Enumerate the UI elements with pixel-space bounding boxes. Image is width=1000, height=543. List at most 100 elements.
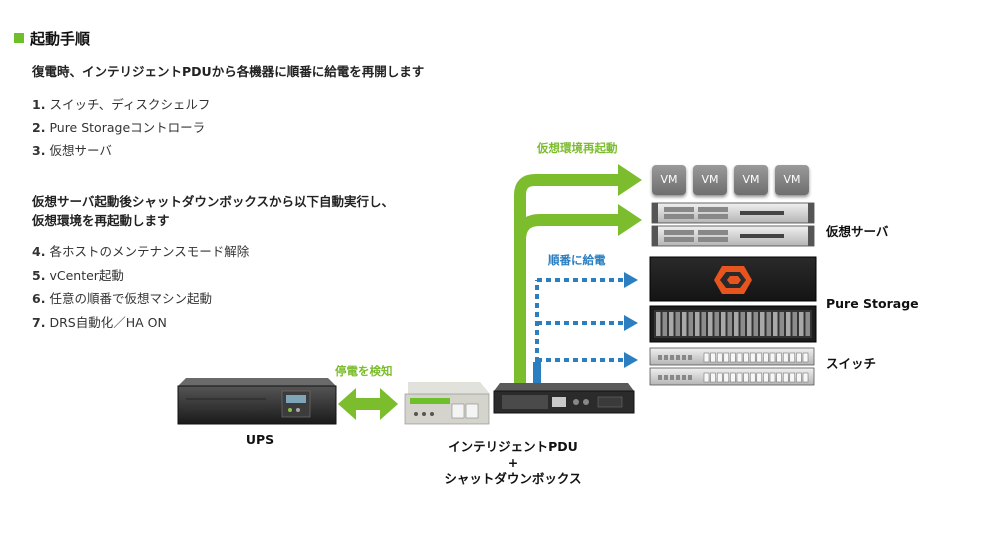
disk-slot	[766, 312, 771, 336]
switch-led	[676, 355, 680, 360]
switch-label: スイッチ	[826, 356, 877, 371]
switch-port	[769, 372, 776, 383]
power-flow-arrows	[533, 272, 638, 388]
switch-port	[749, 352, 756, 363]
vm-tile: VM	[693, 165, 727, 195]
switch-port	[763, 352, 769, 363]
switch-port	[743, 352, 749, 363]
disk-slot	[747, 312, 752, 336]
disk-slot	[753, 312, 758, 336]
disk-slot	[805, 312, 810, 336]
power-label: 順番に給電	[548, 253, 606, 267]
disk-slot	[682, 312, 687, 336]
switch-led	[688, 375, 692, 380]
switch-port	[796, 372, 802, 383]
ups-label: UPS	[245, 432, 275, 447]
shutdown-box-device	[404, 382, 490, 425]
pdu-device	[493, 383, 635, 414]
switch-port	[796, 352, 802, 363]
switch-port	[756, 352, 763, 363]
switch-port	[710, 372, 716, 383]
server-rack-1	[651, 202, 815, 224]
switch-port	[743, 372, 749, 383]
restart-flow-arrows	[514, 164, 642, 385]
switch-port	[723, 352, 730, 363]
disk-slot	[727, 312, 732, 336]
disk-slot	[740, 312, 745, 336]
switch-led	[664, 375, 668, 380]
switch-port	[776, 372, 782, 383]
switch-led	[682, 355, 686, 360]
step-item: 1.スイッチ、ディスクシェルフ	[32, 97, 211, 112]
disk-slot	[714, 312, 719, 336]
disk-slot	[656, 312, 661, 336]
title-bullet-icon	[14, 33, 24, 43]
switch-port	[716, 352, 723, 363]
mid-text: 仮想サーバ起動後シャットダウンボックスから以下自動実行し、仮想環境を再起動します	[32, 194, 395, 228]
disk-slot	[773, 312, 778, 336]
switch-port	[802, 372, 809, 383]
ups-device	[177, 378, 337, 425]
switch-led	[688, 355, 692, 360]
switch-port	[763, 372, 769, 383]
switch-port	[730, 352, 736, 363]
switch-led	[658, 375, 662, 380]
vm-tile: VM	[652, 165, 686, 195]
detect-label: 停電を検知	[335, 364, 393, 378]
disk-slot	[708, 312, 713, 336]
disk-shelf	[649, 305, 817, 343]
server-rack-2	[651, 225, 815, 247]
switch-led	[670, 375, 674, 380]
switch-port	[769, 352, 776, 363]
switch-port	[716, 372, 723, 383]
disk-slot	[792, 312, 797, 336]
switch-port	[736, 352, 743, 363]
vm-tile: VM	[775, 165, 809, 195]
restart-label: 仮想環境再起動	[537, 141, 618, 155]
page-title: 起動手順	[14, 28, 90, 49]
storage-label: Pure Storage	[826, 296, 919, 311]
switch-port	[782, 352, 789, 363]
disk-slot	[786, 312, 791, 336]
switch-port	[789, 372, 796, 383]
disk-slot	[701, 312, 706, 336]
step-item: 6.任意の順番で仮想マシン起動	[32, 291, 212, 306]
switch-led	[670, 355, 674, 360]
switch-port	[789, 352, 796, 363]
disk-slot	[734, 312, 739, 336]
switch-port	[756, 372, 763, 383]
step-item: 4.各ホストのメンテナンスモード解除	[32, 244, 250, 259]
server-label: 仮想サーバ	[826, 224, 889, 239]
switch-port	[782, 372, 789, 383]
switch-led	[658, 355, 662, 360]
disk-slot	[799, 312, 804, 336]
storage-controller	[649, 256, 817, 302]
switch-led	[664, 355, 668, 360]
intro-text: 復電時、インテリジェントPDUから各機器に順番に給電を再開します	[32, 64, 425, 79]
detect-arrow	[338, 388, 398, 420]
disk-slot	[675, 312, 680, 336]
pdu-label: インテリジェントPDU + シャットダウンボックス	[444, 439, 582, 486]
step-item: 2.Pure Storageコントローラ	[32, 120, 206, 135]
step-item: 3.仮想サーバ	[32, 143, 112, 158]
switch-port	[703, 372, 710, 383]
switch-port	[776, 352, 782, 363]
step-item: 7.DRS自動化／HA ON	[32, 315, 167, 330]
disk-slot	[721, 312, 726, 336]
switch-port	[802, 352, 809, 363]
switch-port	[749, 372, 756, 383]
step-item: 5.vCenter起動	[32, 268, 124, 283]
switch-port	[730, 372, 736, 383]
switch-led	[676, 375, 680, 380]
switch-port	[736, 372, 743, 383]
switch-led	[682, 375, 686, 380]
disk-slot	[662, 312, 667, 336]
disk-slots	[656, 312, 810, 336]
switch-port	[710, 352, 716, 363]
title-text: 起動手順	[30, 30, 91, 48]
vm-tile: VM	[734, 165, 768, 195]
disk-slot	[695, 312, 700, 336]
disk-slot	[669, 312, 674, 336]
disk-slot	[688, 312, 693, 336]
